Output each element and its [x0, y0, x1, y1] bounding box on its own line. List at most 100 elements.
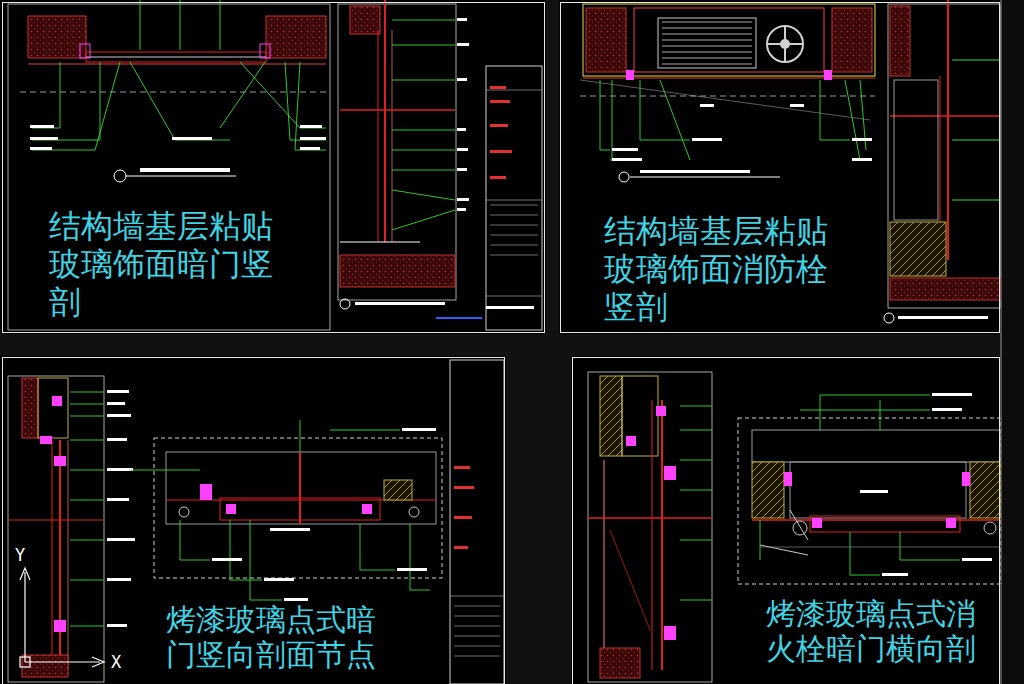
cad-polyline — [845, 80, 860, 160]
cad-rect — [824, 70, 832, 80]
cad-rect — [894, 80, 938, 220]
drawing-group — [30, 125, 326, 172]
cad-rect — [738, 418, 1000, 584]
cad-rect — [626, 436, 636, 446]
cad-rect — [583, 4, 875, 76]
cad-line — [604, 460, 605, 670]
cad-line — [490, 205, 538, 206]
cad-rect — [888, 4, 1000, 308]
cad-line — [490, 255, 538, 256]
cad-rect — [852, 138, 872, 141]
cad-line — [790, 510, 808, 540]
cad-rect — [362, 504, 372, 514]
drawing-caption: 烤漆玻璃点式消火栓暗门横向剖 — [766, 596, 998, 667]
cad-line — [20, 92, 330, 93]
cad-circle — [984, 522, 996, 534]
cad-polyline — [392, 130, 455, 131]
cad-rect — [350, 6, 380, 34]
cad-line — [952, 140, 1000, 141]
cad-rect — [154, 438, 442, 578]
cad-rect — [30, 147, 52, 150]
cad-rect — [664, 626, 676, 640]
cad-rect — [784, 472, 792, 486]
cad-rect — [454, 516, 472, 519]
cad-rect — [612, 158, 642, 161]
cad-line — [662, 39, 752, 40]
cad-rect — [664, 466, 676, 480]
drawing-group — [784, 472, 970, 528]
cad-line — [454, 646, 500, 647]
cad-rect — [340, 255, 455, 287]
drawing-group — [612, 104, 872, 161]
cad-rect — [490, 86, 506, 89]
cad-rect — [355, 302, 445, 305]
cad-rect — [970, 462, 1000, 518]
cad-line — [680, 406, 712, 407]
cad-rect — [457, 43, 469, 46]
drawing-group — [760, 395, 960, 575]
cad-line — [490, 245, 538, 246]
cad-line — [662, 33, 752, 34]
cad-polyline — [392, 20, 455, 21]
cad-rect — [107, 578, 131, 581]
cad-line — [760, 545, 808, 555]
cad-line — [580, 96, 875, 97]
cad-polyline — [410, 524, 430, 590]
cad-line — [68, 440, 69, 670]
cad-rect — [107, 468, 133, 471]
cad-line — [952, 200, 1000, 201]
drawing-caption: 结构墙基层粘贴玻璃饰面暗门竖剖 — [49, 208, 299, 321]
cad-rect — [338, 4, 456, 300]
cad-rect — [450, 360, 504, 684]
cad-polyline — [130, 470, 200, 471]
cad-rect — [300, 147, 320, 150]
cad-line — [454, 626, 500, 627]
cad-line — [662, 27, 752, 28]
cad-rect — [586, 8, 626, 72]
label-anchor: X — [110, 652, 122, 672]
cad-line — [378, 30, 379, 242]
cad-rect — [700, 104, 714, 107]
cad-rect — [832, 8, 872, 72]
cad-circle — [114, 170, 126, 182]
cad-rect — [457, 208, 466, 211]
cad-rect — [200, 484, 212, 500]
cad-line — [70, 392, 104, 393]
cad-line — [580, 80, 870, 120]
cad-line — [220, 62, 265, 128]
cad-line — [24, 572, 25, 662]
cad-line — [947, 0, 949, 260]
cad-line — [952, 60, 1000, 61]
cad-polyline — [820, 395, 930, 430]
cad-rect — [546, 0, 559, 334]
cad-line — [70, 540, 104, 541]
cad-rect — [226, 504, 236, 514]
cad-line — [652, 400, 653, 670]
cad-polyline — [610, 80, 612, 160]
cad-polyline — [900, 532, 960, 560]
drawing-group — [760, 510, 996, 555]
cad-rect — [454, 546, 468, 549]
cad-rect — [107, 414, 131, 417]
cad-rect — [890, 222, 946, 276]
cad-rect — [166, 452, 436, 524]
cad-polyline — [760, 520, 761, 560]
cad-rect — [658, 18, 756, 68]
cad-rect — [28, 16, 86, 58]
cad-rect — [80, 44, 90, 58]
cad-line — [86, 57, 266, 58]
drawing-group — [626, 406, 676, 640]
cad-line — [662, 57, 752, 58]
drawing-group — [454, 466, 474, 549]
cad-rect — [266, 16, 326, 58]
drawing-group — [680, 406, 712, 600]
cad-line — [680, 490, 712, 491]
cad-rect — [890, 278, 1000, 300]
cad-line — [610, 530, 650, 630]
cad-rect — [107, 538, 135, 541]
cad-line — [70, 416, 104, 417]
cad-line — [662, 51, 752, 52]
cad-rect — [300, 137, 326, 140]
cad-line — [450, 596, 504, 597]
